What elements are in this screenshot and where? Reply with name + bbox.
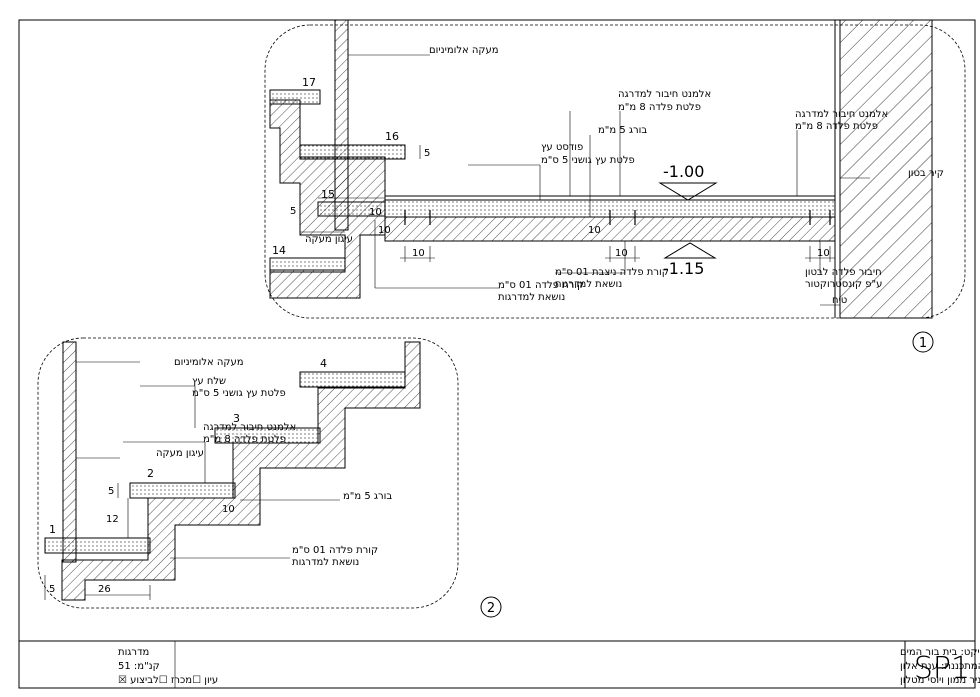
detail-2: מעקה אלומיניום 1 2 3 4 שלח עץ פלטת עץ גו… [37, 337, 502, 618]
d2-connector-2: פלטת פלדה 8 מ"מ [203, 434, 286, 445]
tread-17 [269, 89, 321, 105]
detail-2-number-circle [480, 596, 502, 618]
d2-dim-10: 10 [222, 504, 235, 515]
d1-connector-a-2: פלטת פלדה 8 מ"מ [618, 102, 701, 113]
d1-elev-top: -1.00 [663, 162, 704, 181]
d1-concrete-wall: קיר בטון [908, 168, 944, 179]
d1-rail-label: מעקה אלומיניום [429, 45, 499, 56]
lecturers-names: מרצים: ניר ממון ויוסי מטלון [900, 675, 980, 686]
d2-step-2: 2 [147, 467, 154, 480]
d1-connector-b-1: אלמנט חיבור למדרגה [795, 109, 888, 120]
d1-podest-1: פודסט עץ [541, 142, 583, 153]
d1-bolt-2: ע"פ קונסטרוקטור [805, 279, 882, 290]
d2-rail-label: מעקה אלומיניום [174, 357, 244, 368]
concrete-wall [839, 19, 933, 319]
d2-beam-2: נושאת למדרגות [292, 557, 359, 568]
d2-connector-1: אלמנט חיבור למדרגה [203, 422, 296, 433]
aluminium-rail-post-2 [62, 341, 77, 563]
d2-step-3: 3 [233, 412, 240, 425]
d1-step-16: 16 [385, 130, 399, 143]
d1-beam-fixed: קורת פלדה ניצבת 10 ס"מ [555, 267, 669, 278]
dimension-lines-1 [299, 145, 835, 262]
d2-beam-1: קורת פלדה 10 ס"מ [292, 545, 378, 556]
d2-dim-26: 26 [98, 584, 111, 595]
detail-1-boundary [264, 24, 966, 319]
d1-step-15: 15 [321, 188, 335, 201]
d1-dim-5b: 5 [424, 148, 430, 159]
d2-dim-5a: 5 [108, 486, 114, 497]
detail-2-boundary [37, 337, 459, 609]
d2-hole: בורג 5 מ"מ [343, 491, 392, 502]
tread-16 [299, 144, 406, 160]
tread-1 [44, 537, 151, 554]
d1-beam-2: נושאת למדרגות [498, 292, 565, 303]
d1-connector-a-1: אלמנט חיבור למדרגה [618, 89, 711, 100]
d1-dim-10a: 10 [369, 207, 382, 218]
d1-connector-b-2: פלטת פלדה 8 מ"מ [795, 121, 878, 132]
d2-step-4: 4 [320, 357, 327, 370]
level-marker-top [658, 182, 718, 201]
d2-rail-anchor: עיגון מעקה [156, 448, 204, 459]
tread-4 [299, 371, 406, 388]
d1-hole: בורג 5 מ"מ [598, 125, 647, 136]
sheet-id: SP1 [914, 651, 970, 686]
title-block: שם הפרוייקט: בית בור המים שם המתכננת: ענ… [118, 647, 980, 686]
d1-elev-bottom: -1.15 [663, 259, 704, 278]
d2-step-1: 1 [49, 523, 56, 536]
leaders-2 [76, 361, 340, 559]
d2-tread-2: פלטת עץ גושני 5 ס"מ [192, 388, 286, 399]
sheet-border [18, 19, 976, 689]
drawing-status-options: עיון ☐מכרז ☐לביצוע ☒ [118, 675, 218, 686]
d2-dim-5b: 5 [49, 584, 55, 595]
detail-1-number-circle [912, 331, 934, 353]
d1-dim-10c: 10 [412, 248, 425, 259]
d1-dim-10d: 10 [588, 225, 601, 236]
drawing-scale: קנ"מ: 15 [118, 661, 160, 672]
d2-dim-12: 12 [106, 514, 119, 525]
d1-step-14: 14 [272, 244, 286, 257]
tread-14 [269, 257, 346, 273]
d1-beam-1: קורת פלדה 10 ס"מ [498, 280, 584, 291]
leaders-1 [300, 54, 870, 306]
aluminium-rail-post-1 [334, 19, 349, 231]
dimension-lines-2 [44, 483, 151, 600]
d1-beam-fixed-2: נושאת למדרגות [555, 279, 622, 290]
d1-dim-10b: 10 [378, 225, 391, 236]
d1-step-17: 17 [302, 76, 316, 89]
d1-dim-10f: 10 [817, 248, 830, 259]
d2-tread-1: שלח עץ [192, 376, 226, 387]
detail-2-number: 2 [487, 601, 495, 616]
drawing-subject: מדרגות [118, 647, 149, 658]
d1-plaster: טיח [832, 295, 847, 306]
d1-dim-10e: 10 [615, 248, 628, 259]
tread-3 [214, 427, 321, 444]
d1-podest-2: פלטת עץ גושני 5 ס"מ [541, 155, 635, 166]
project-name: שם הפרוייקט: בית בור המים [900, 647, 980, 658]
tread-2 [129, 482, 236, 499]
d1-bolt-1: חיבור פלדה לבטון [805, 267, 882, 278]
detail-1-number: 1 [919, 336, 927, 351]
detail-1: מעקה אלומיניום 17 16 15 14 5 5 10 10 10 … [264, 19, 966, 353]
level-marker-bottom [663, 242, 717, 259]
d1-rail-anchor: עיגון מעקה [305, 234, 353, 245]
bolts-1 [404, 210, 831, 225]
d1-dim-5a: 5 [290, 206, 296, 217]
designer-name: שם המתכננת: ענת אלון [900, 661, 980, 672]
